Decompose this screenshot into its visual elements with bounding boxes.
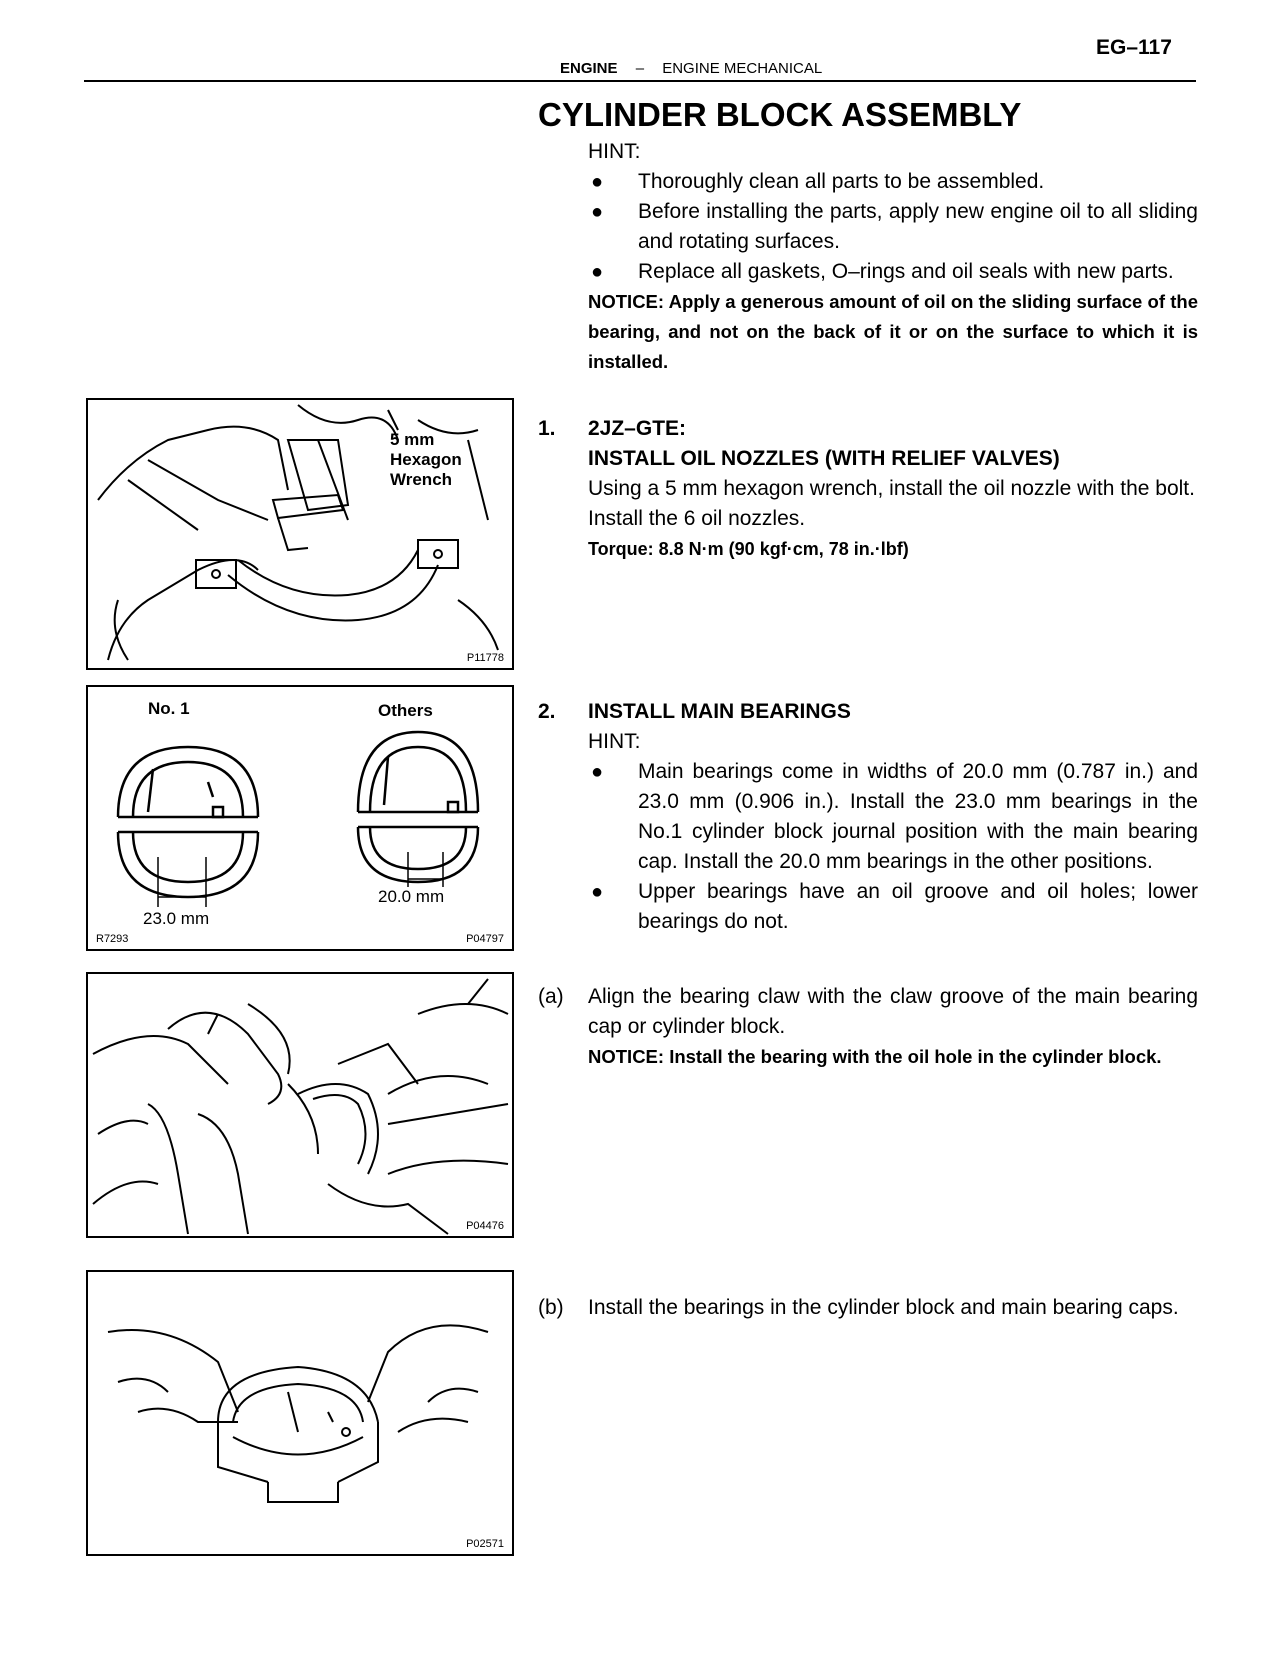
running-header: ENGINE – ENGINE MECHANICAL: [560, 60, 822, 77]
figure-id: P11778: [466, 652, 504, 664]
intro-bullet: ● Before installing the parts, apply new…: [591, 197, 1198, 257]
figure-bearings: No. 1 Others 23.0 mm 20.0 mm R7293 P0479…: [86, 685, 514, 951]
header-rule: [84, 80, 1196, 82]
no1-label: No. 1: [148, 699, 190, 718]
bullet-icon: ●: [591, 171, 604, 193]
bearing-align-illustration: [92, 978, 509, 1235]
intro-section: HINT: ● Thoroughly clean all parts to be…: [588, 137, 1198, 377]
width-23-label: 23.0 mm: [143, 909, 210, 928]
bullet-icon: ●: [591, 761, 604, 783]
step2-hint-label: HINT:: [588, 730, 641, 753]
intro-bullet: ● Replace all gaskets, O–rings and oil s…: [591, 257, 1198, 287]
bearings-illustration: [116, 730, 480, 907]
header-section: ENGINE: [560, 60, 618, 77]
step2-bullet-text: Main bearings come in widths of 20.0 mm …: [638, 760, 1198, 873]
bullet-icon: ●: [591, 201, 604, 223]
intro-bullet: ● Thoroughly clean all parts to be assem…: [591, 167, 1198, 197]
torque-spec: Torque: 8.8 N·m (90 kgf·cm, 78 in.·lbf): [588, 539, 909, 559]
figure-id: P04476: [466, 1220, 504, 1232]
page-title: CYLINDER BLOCK ASSEMBLY: [538, 96, 1022, 133]
step2-section: INSTALL MAIN BEARINGS HINT: ● Main beari…: [588, 697, 1198, 937]
step-a-notice: NOTICE: Install the bearing with the oil…: [588, 1046, 1162, 1067]
hint-label: HINT:: [588, 140, 641, 163]
step-a-text: Align the bearing claw with the claw gro…: [588, 985, 1198, 1038]
figure-id-left: R7293: [96, 933, 129, 945]
notice-oil: NOTICE: Apply a generous amount of oil o…: [588, 291, 1198, 372]
intro-bullet-text: Before installing the parts, apply new e…: [638, 200, 1198, 253]
bullet-icon: ●: [591, 881, 604, 903]
intro-bullet-text: Thoroughly clean all parts to be assembl…: [638, 170, 1045, 193]
bullet-icon: ●: [591, 261, 604, 283]
bearing-install-illustration: [107, 1324, 489, 1503]
step2-bullet-text: Upper bearings have an oil groove and oi…: [638, 880, 1198, 933]
wrench-type-label: Hexagon: [390, 450, 462, 469]
step2-bullet: ● Main bearings come in widths of 20.0 m…: [591, 757, 1198, 877]
step-a-section: Align the bearing claw with the claw gro…: [588, 982, 1198, 1072]
oil-nozzle-illustration: [97, 404, 499, 661]
width-20-label: 20.0 mm: [378, 887, 445, 906]
step1-number: 1.: [538, 417, 556, 440]
figure-id: P04797: [466, 933, 504, 945]
figure-bearing-align: P04476: [86, 972, 514, 1238]
step2-number: 2.: [538, 700, 556, 723]
wrench-size-label: 5 mm: [390, 430, 435, 449]
step-a-label: (a): [538, 985, 564, 1008]
step1-heading-2: INSTALL OIL NOZZLES (WITH RELIEF VALVES): [588, 447, 1060, 470]
header-separator: –: [635, 60, 645, 77]
step1-section: 2JZ–GTE: INSTALL OIL NOZZLES (WITH RELIE…: [588, 414, 1198, 564]
intro-bullet-text: Replace all gaskets, O–rings and oil sea…: [638, 260, 1174, 283]
figure-id: P02571: [466, 1538, 504, 1550]
header-subsection: ENGINE MECHANICAL: [662, 60, 823, 77]
step1-text: Using a 5 mm hexagon wrench, install the…: [588, 477, 1195, 530]
step2-heading: INSTALL MAIN BEARINGS: [588, 700, 851, 723]
step-b-text: Install the bearings in the cylinder blo…: [588, 1296, 1179, 1319]
page-number: EG–117: [1096, 36, 1172, 59]
others-label: Others: [378, 701, 433, 720]
step1-heading-1: 2JZ–GTE:: [588, 417, 687, 440]
step-b-label: (b): [538, 1296, 564, 1319]
step2-bullet: ● Upper bearings have an oil groove and …: [591, 877, 1198, 937]
figure-bearing-install: P02571: [86, 1270, 514, 1556]
wrench-label: Wrench: [390, 470, 453, 489]
figure-oil-nozzle: 5 mm Hexagon Wrench P11778: [86, 398, 514, 670]
